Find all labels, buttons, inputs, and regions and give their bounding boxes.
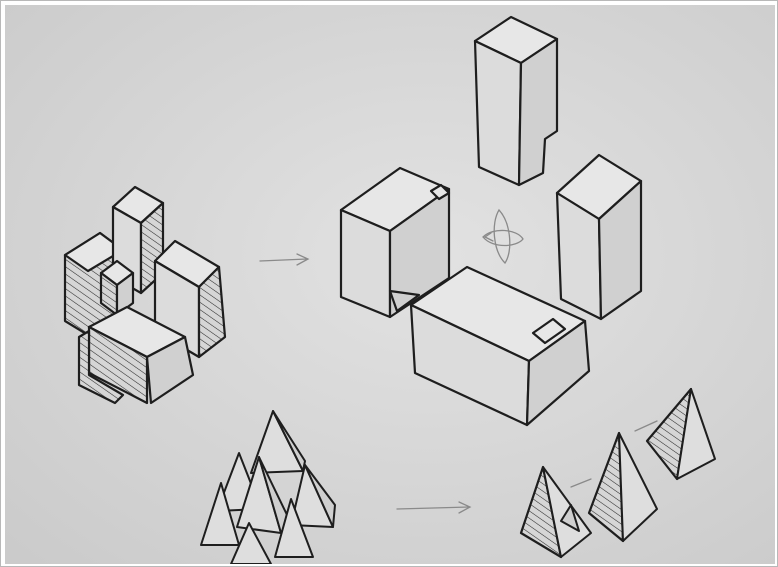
sketch-photo [5, 5, 775, 564]
tall-tower-sketch [475, 17, 557, 185]
